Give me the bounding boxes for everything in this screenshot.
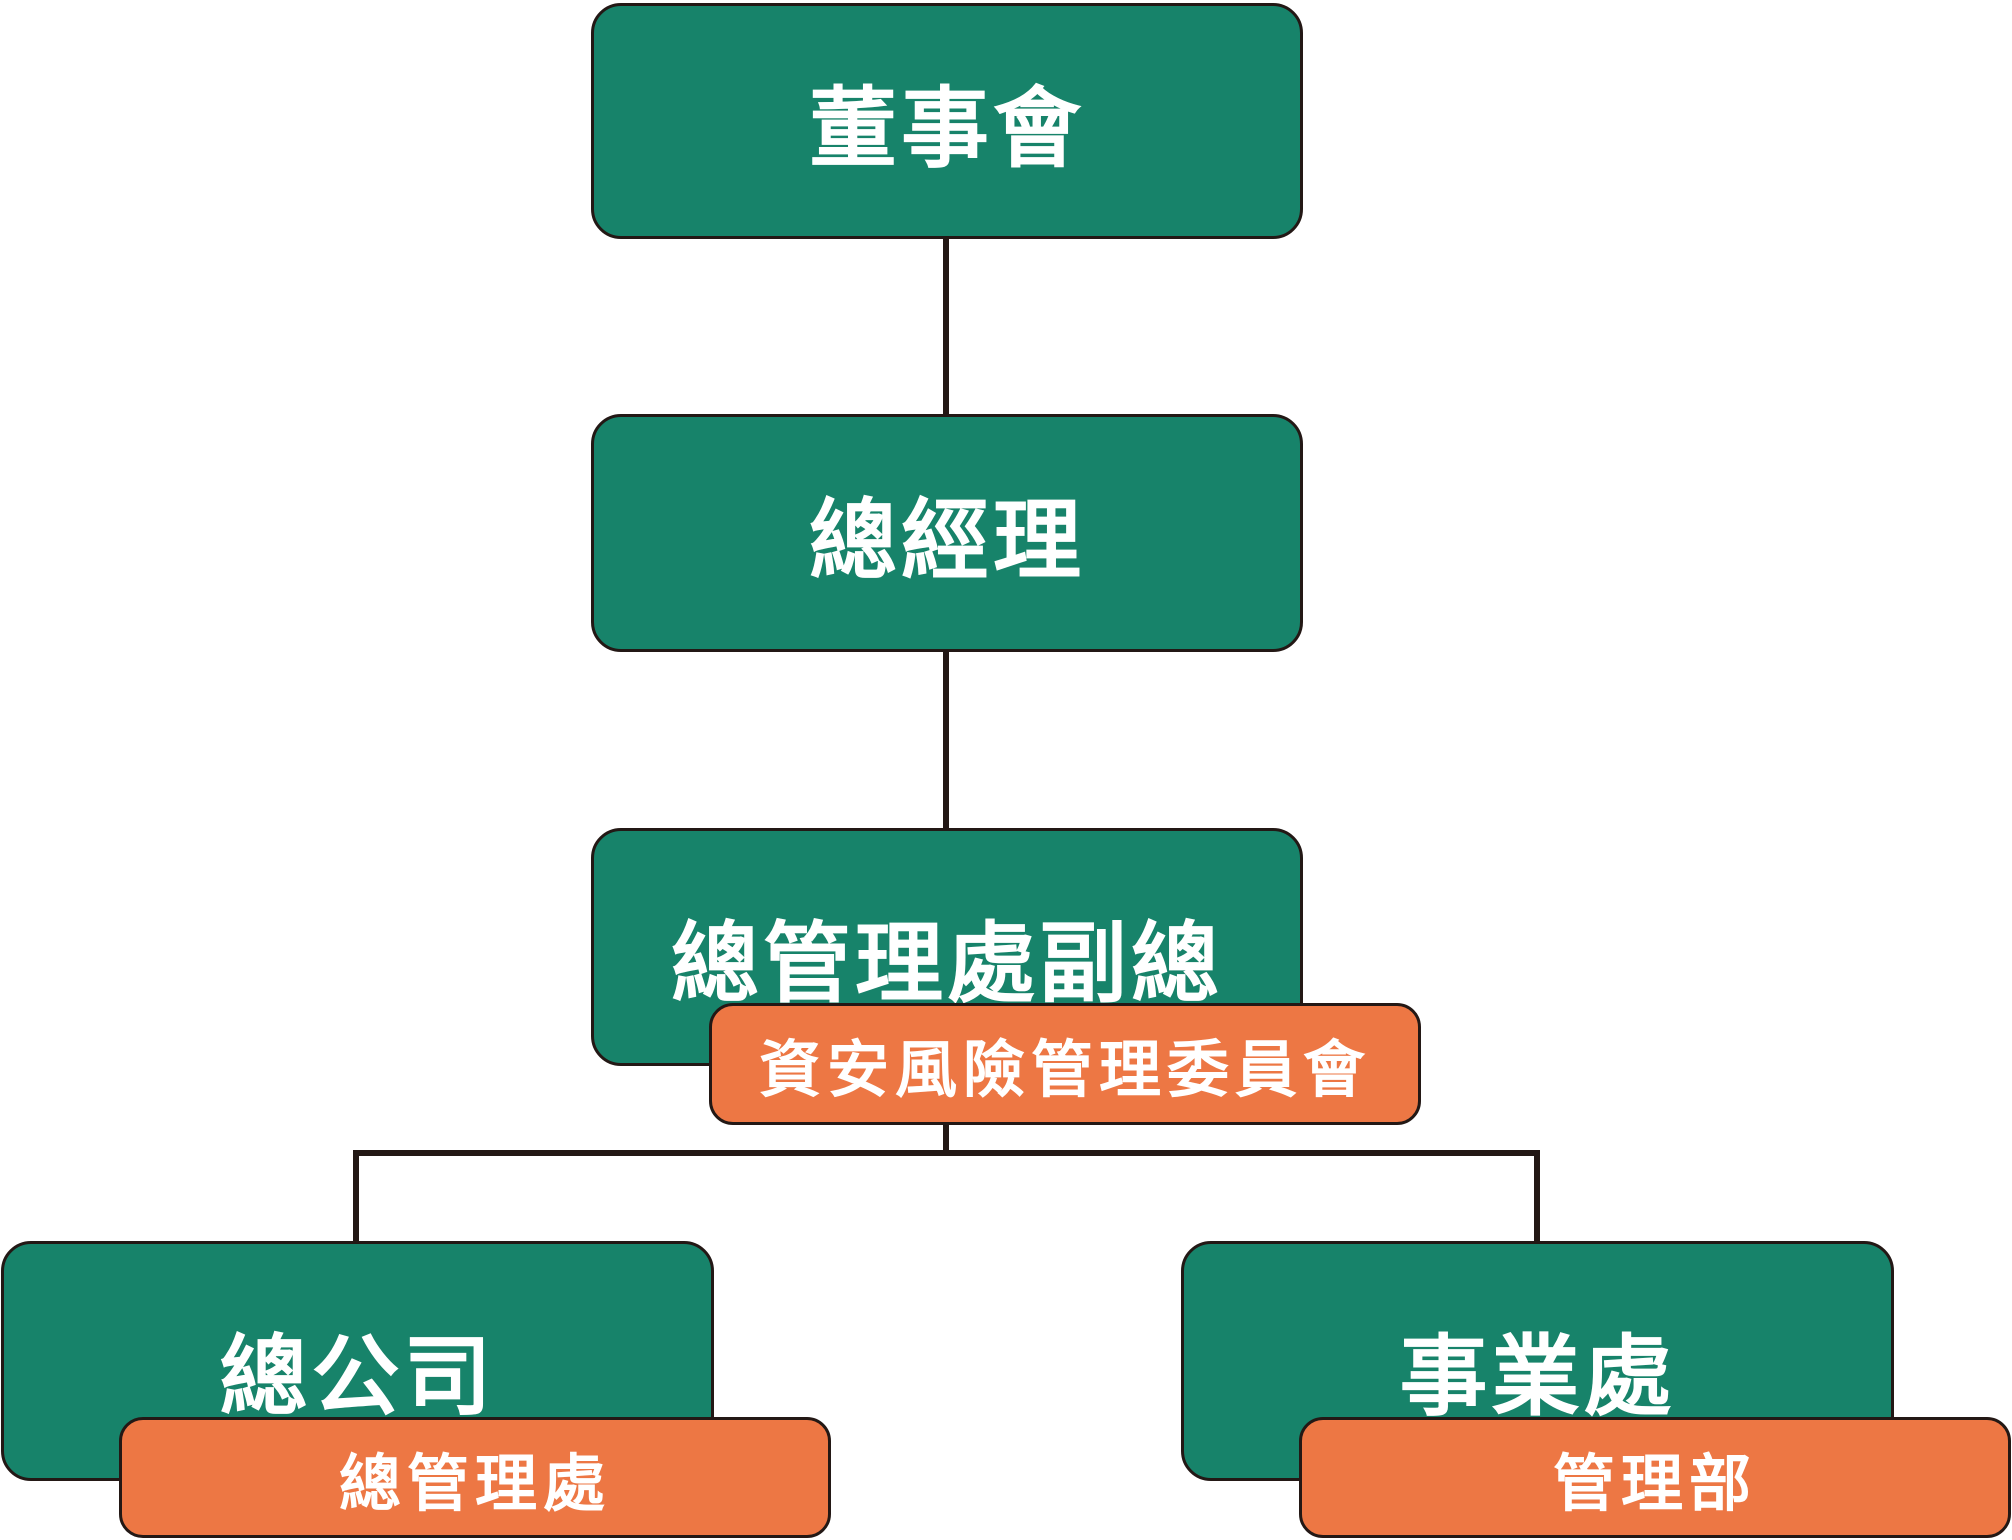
general-manager-label: 總經理 xyxy=(808,488,1085,592)
connector-board-to-gm xyxy=(943,237,949,416)
security-committee-label: 資安風險管理委員會 xyxy=(758,1033,1371,1106)
board-label: 董事會 xyxy=(808,76,1085,180)
connector-committee-down xyxy=(943,1123,949,1151)
general-manager-box: 總經理 xyxy=(591,414,1303,652)
security-committee-badge: 資安風險管理委員會 xyxy=(709,1003,1421,1125)
board-box: 董事會 xyxy=(591,3,1303,239)
connector-to-business-division xyxy=(1534,1150,1540,1243)
connector-horizontal-branch xyxy=(353,1150,1540,1156)
business-division-department-badge: 管理部 xyxy=(1299,1417,2011,1538)
connector-gm-to-vp xyxy=(943,650,949,830)
head-office-label: 總公司 xyxy=(219,1325,496,1428)
business-division-label: 事業處 xyxy=(1399,1325,1676,1428)
head-office-department-label: 總管理處 xyxy=(338,1446,611,1520)
head-office-department-badge: 總管理處 xyxy=(119,1417,831,1538)
connector-to-head-office xyxy=(353,1150,359,1243)
vp-general-admin-label: 總管理處副總 xyxy=(670,912,1223,1015)
business-division-department-label: 管理部 xyxy=(1552,1446,1757,1520)
